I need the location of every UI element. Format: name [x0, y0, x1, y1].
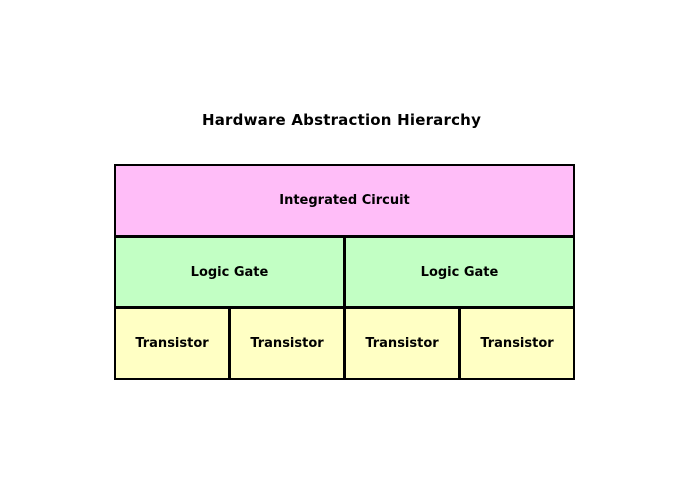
level-integrated-circuit: Integrated Circuit: [116, 166, 573, 235]
block-transistor-3: Transistor: [346, 309, 458, 379]
block-transistor-4: Transistor: [461, 309, 573, 379]
level-logic-gates: Logic Gate Logic Gate: [116, 237, 573, 307]
level-transistors: Transistor Transistor Transistor Transis…: [116, 309, 573, 379]
block-transistor-2: Transistor: [231, 309, 343, 379]
block-transistor-1: Transistor: [116, 309, 228, 379]
hierarchy-diagram: Integrated Circuit Logic Gate Logic Gate…: [114, 164, 575, 380]
diagram-title: Hardware Abstraction Hierarchy: [201, 111, 482, 129]
block-logic-gate-1: Logic Gate: [116, 237, 343, 307]
block-integrated-circuit: Integrated Circuit: [116, 166, 573, 235]
block-logic-gate-2: Logic Gate: [346, 237, 573, 307]
